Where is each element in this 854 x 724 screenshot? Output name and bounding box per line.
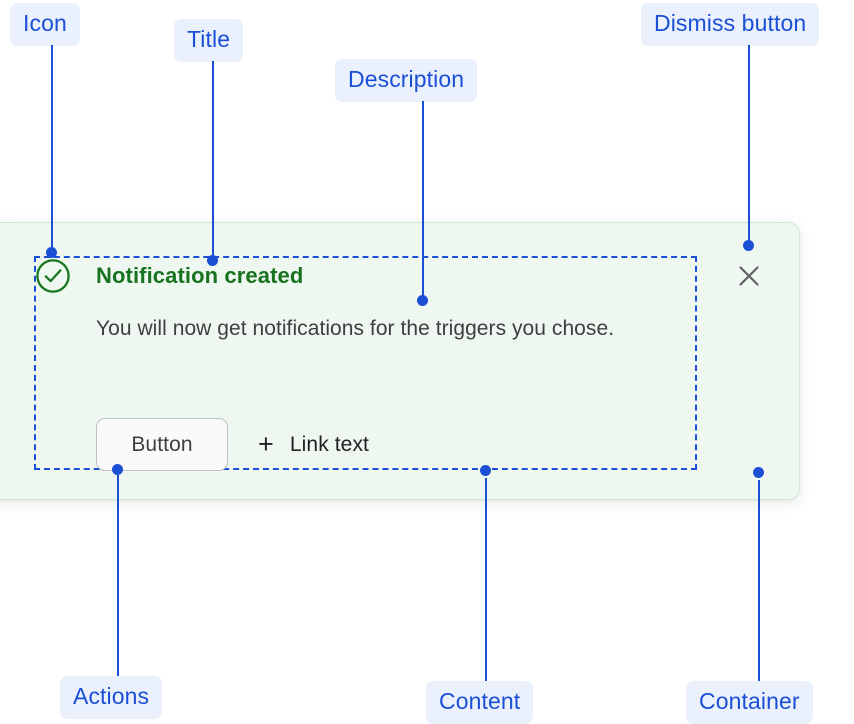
annotation-dot-dismiss: [743, 240, 754, 251]
annotation-label-description: Description: [335, 59, 478, 102]
annotation-label-container: Container: [686, 681, 813, 724]
annotation-label-title: Title: [174, 19, 244, 62]
annotation-connector-actions: [117, 475, 119, 676]
close-icon: [736, 263, 762, 292]
plus-icon: +: [258, 429, 274, 459]
annotation-connector-content: [485, 478, 487, 681]
annotation-label-icon: Icon: [10, 3, 80, 46]
annotation-connector-description: [422, 101, 424, 300]
annotation-connector-title: [212, 61, 214, 260]
action-link[interactable]: + Link text: [258, 431, 369, 458]
dismiss-button[interactable]: [731, 259, 767, 295]
notification-title: Notification created: [96, 263, 304, 288]
annotation-label-content: Content: [426, 681, 534, 724]
notification-description: You will now get notifications for the t…: [96, 317, 615, 340]
annotation-connector-dismiss: [748, 45, 750, 245]
annotation-connector-icon: [51, 45, 53, 252]
action-link-label: Link text: [289, 432, 369, 456]
annotation-label-dismiss: Dismiss button: [641, 3, 820, 46]
annotation-dot-container: [753, 467, 764, 478]
annotation-dot-icon: [46, 247, 57, 258]
check-circle-icon: [35, 258, 71, 294]
annotation-connector-container: [758, 480, 760, 681]
actions-row: Button + Link text: [96, 418, 369, 471]
annotation-dot-description: [417, 295, 428, 306]
action-button[interactable]: Button: [96, 418, 228, 471]
annotation-dot-actions: [112, 464, 123, 475]
annotation-dot-title: [207, 255, 218, 266]
annotation-label-actions: Actions: [60, 676, 163, 719]
annotation-dot-content: [480, 465, 491, 476]
